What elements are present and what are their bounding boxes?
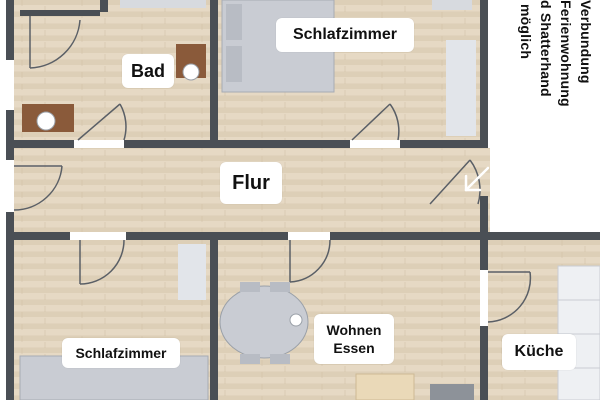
wardrobe-bottom xyxy=(178,244,206,300)
doors xyxy=(13,16,532,323)
kitchen-counter xyxy=(557,265,600,400)
walls xyxy=(6,0,600,400)
entrance-arrow-icon xyxy=(464,166,490,192)
dining-table xyxy=(219,285,309,359)
chair-1 xyxy=(240,282,260,292)
lamp xyxy=(289,313,303,327)
chair-4 xyxy=(270,354,290,364)
room-label-schlafzimmer-bottom: Schlafzimmer xyxy=(62,338,180,368)
nightstand-top xyxy=(432,0,472,10)
sideboard xyxy=(355,373,415,400)
room-label-bad: Bad xyxy=(122,54,174,88)
bath-fixture-top xyxy=(120,0,206,8)
pillow-2 xyxy=(226,46,242,82)
chair-2 xyxy=(270,282,290,292)
side-note-line-3: d Shatterhand xyxy=(538,0,554,97)
wash-basin-2 xyxy=(36,111,56,131)
room-label-flur: Flur xyxy=(220,162,282,204)
wash-basin xyxy=(182,63,200,81)
room-label-schlafzimmer-top: Schlafzimmer xyxy=(276,18,414,52)
room-label-wohnen-essen: Wohnen Essen xyxy=(314,314,394,364)
sofa-piece xyxy=(430,384,474,400)
side-note-line-1: Verbundung xyxy=(578,0,594,84)
room-label-wohnen: Wohnen xyxy=(326,322,382,338)
pillow-1 xyxy=(226,4,242,40)
room-label-kueche: Küche xyxy=(502,334,576,370)
wardrobe-top xyxy=(446,40,476,136)
side-note-line-2: Ferienwohnung xyxy=(558,0,574,107)
room-label-essen: Essen xyxy=(333,340,375,356)
side-note: Verbundung Ferienwohnung d Shatterhand m… xyxy=(492,0,600,150)
chair-3 xyxy=(240,354,260,364)
side-note-line-4: möglich xyxy=(518,4,534,60)
